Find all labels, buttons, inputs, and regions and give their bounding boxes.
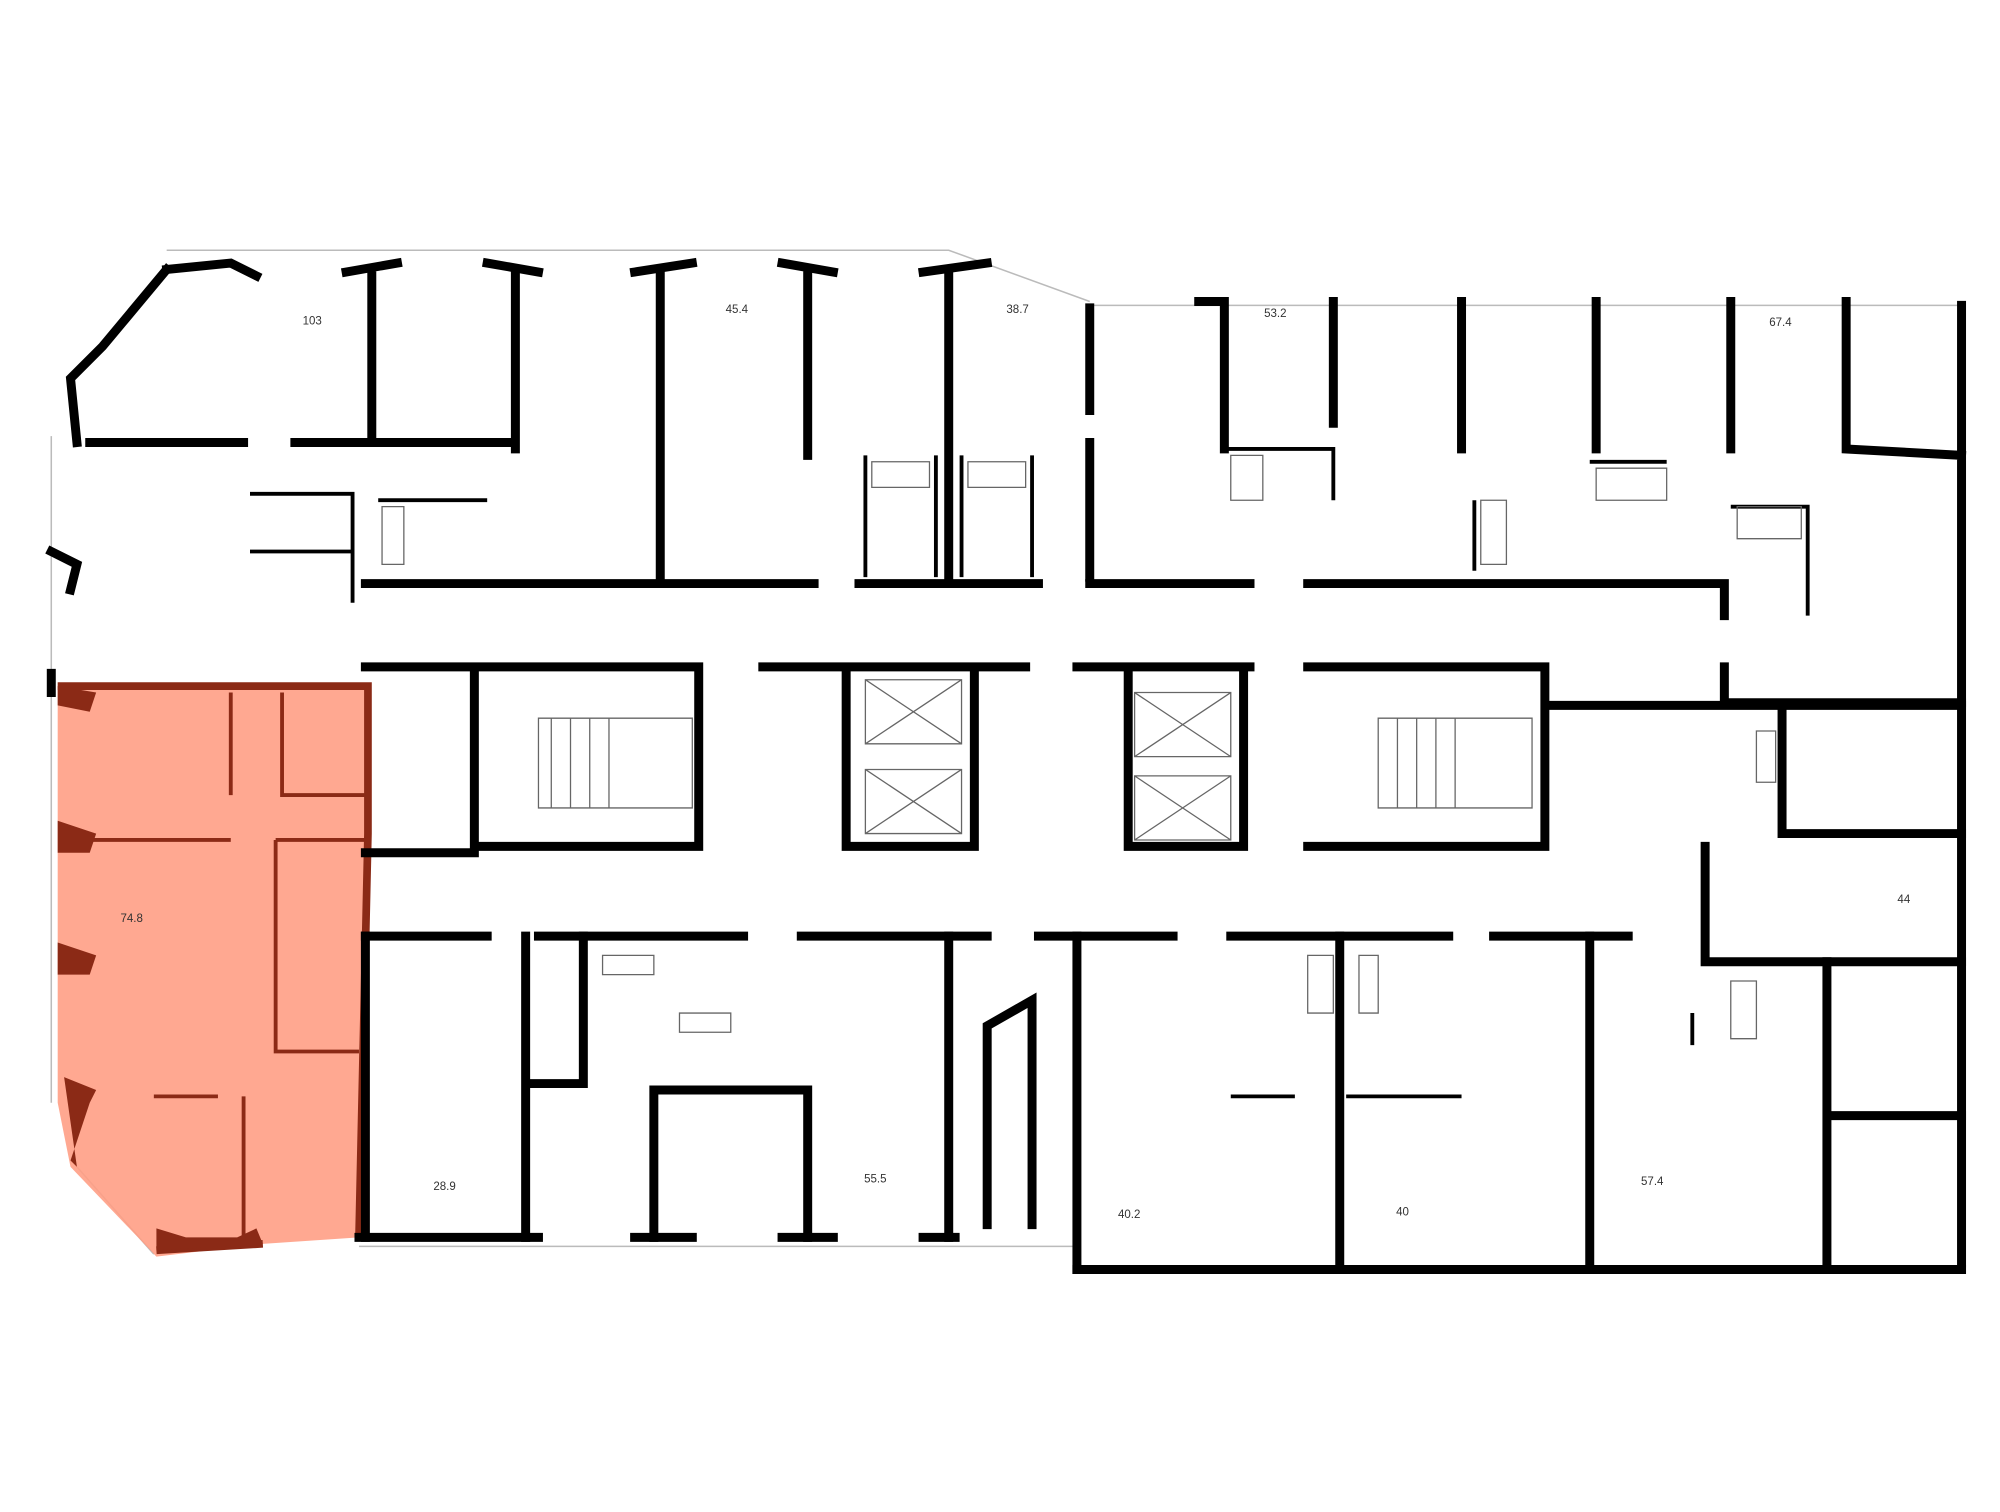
apartment-area-label[interactable]: 44 — [1897, 894, 1910, 906]
apartment-area-label[interactable]: 45.4 — [726, 304, 749, 316]
apartment-area-label[interactable]: 57.4 — [1641, 1176, 1664, 1188]
apartment-labels: 103 45.4 38.7 53.2 67.4 74.8 28.9 55.5 4… — [121, 304, 1911, 1221]
core-fixtures — [381, 454, 1802, 1040]
apartment-74-8-highlight[interactable] — [57, 682, 372, 1257]
apartment-area-label-selected[interactable]: 74.8 — [121, 913, 143, 925]
apartment-area-label[interactable]: 103 — [303, 316, 322, 328]
apartment-area-label[interactable]: 55.5 — [864, 1173, 886, 1185]
apartment-area-label[interactable]: 53.2 — [1264, 308, 1286, 320]
apartment-area-label[interactable]: 38.7 — [1006, 304, 1028, 316]
apartment-area-label[interactable]: 40.2 — [1118, 1209, 1140, 1221]
apartment-area-label[interactable]: 28.9 — [433, 1181, 455, 1193]
apartment-area-label[interactable]: 67.4 — [1769, 317, 1792, 329]
apartment-area-label[interactable]: 40 — [1396, 1207, 1409, 1219]
walls — [45, 257, 1967, 1274]
